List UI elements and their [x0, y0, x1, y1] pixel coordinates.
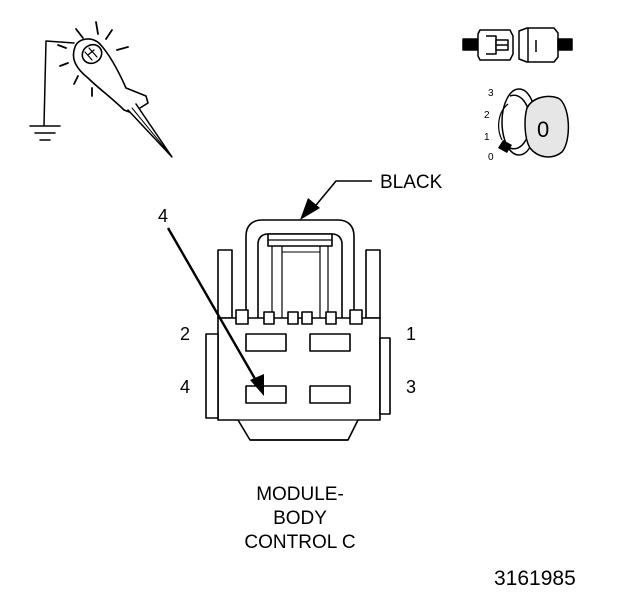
pin-callout: 4 — [158, 206, 264, 396]
notch — [235, 309, 249, 325]
right-side-post — [365, 249, 381, 319]
ground-wire — [43, 40, 75, 126]
callout-pin-arrowhead — [250, 374, 264, 396]
test-light-probe-icon — [29, 21, 173, 158]
position-indicator — [498, 140, 512, 153]
pin-cavity-1 — [309, 333, 351, 352]
ignition-key-switch-icon: 3 2 1 0 0 — [484, 88, 570, 163]
callout-arrowhead — [300, 198, 320, 220]
pin-label-1: 1 — [406, 324, 416, 344]
left-side-post — [217, 249, 233, 319]
connector-face — [205, 219, 391, 441]
notch — [263, 311, 275, 325]
pin-label-3: 3 — [406, 377, 416, 397]
disconnected-connector-icon — [462, 27, 573, 63]
caption-line-1: MODULE- — [256, 484, 344, 505]
housing-color-callout: BLACK — [300, 172, 443, 220]
key-head — [524, 95, 570, 158]
housing-color-label: BLACK — [380, 172, 443, 193]
right-connector-half — [518, 27, 559, 63]
switch-position-2: 2 — [484, 110, 490, 121]
switch-position-1: 1 — [484, 132, 490, 143]
left-side-tab — [205, 333, 219, 419]
left-wire — [462, 38, 479, 51]
pin-cavity-3 — [309, 385, 351, 404]
pin-cavity-4 — [245, 385, 287, 404]
switch-position-3: 3 — [488, 88, 494, 99]
pin-label-2: 2 — [180, 324, 190, 344]
switch-position-0: 0 — [488, 152, 494, 163]
callout-pin-label: 4 — [158, 206, 168, 226]
caption-line-2: BODY — [273, 508, 327, 529]
notch — [349, 309, 363, 325]
right-wire — [557, 38, 573, 51]
notch — [301, 311, 313, 325]
key-position-label: 0 — [537, 117, 549, 142]
ground-symbol-icon — [29, 125, 61, 141]
connector-body — [217, 317, 381, 441]
figure-number: 3161985 — [494, 567, 576, 590]
right-side-tab — [379, 337, 391, 415]
notch — [287, 311, 299, 325]
rotation-arrow — [498, 103, 509, 141]
caption-line-3: CONTROL C — [244, 532, 356, 553]
pin-label-4: 4 — [180, 377, 190, 397]
pin-cavity-2 — [245, 333, 287, 352]
light-rays — [57, 21, 129, 97]
probe-body — [72, 38, 173, 158]
notch — [325, 311, 337, 325]
connector-caption: MODULE- BODY CONTROL C — [200, 483, 400, 555]
